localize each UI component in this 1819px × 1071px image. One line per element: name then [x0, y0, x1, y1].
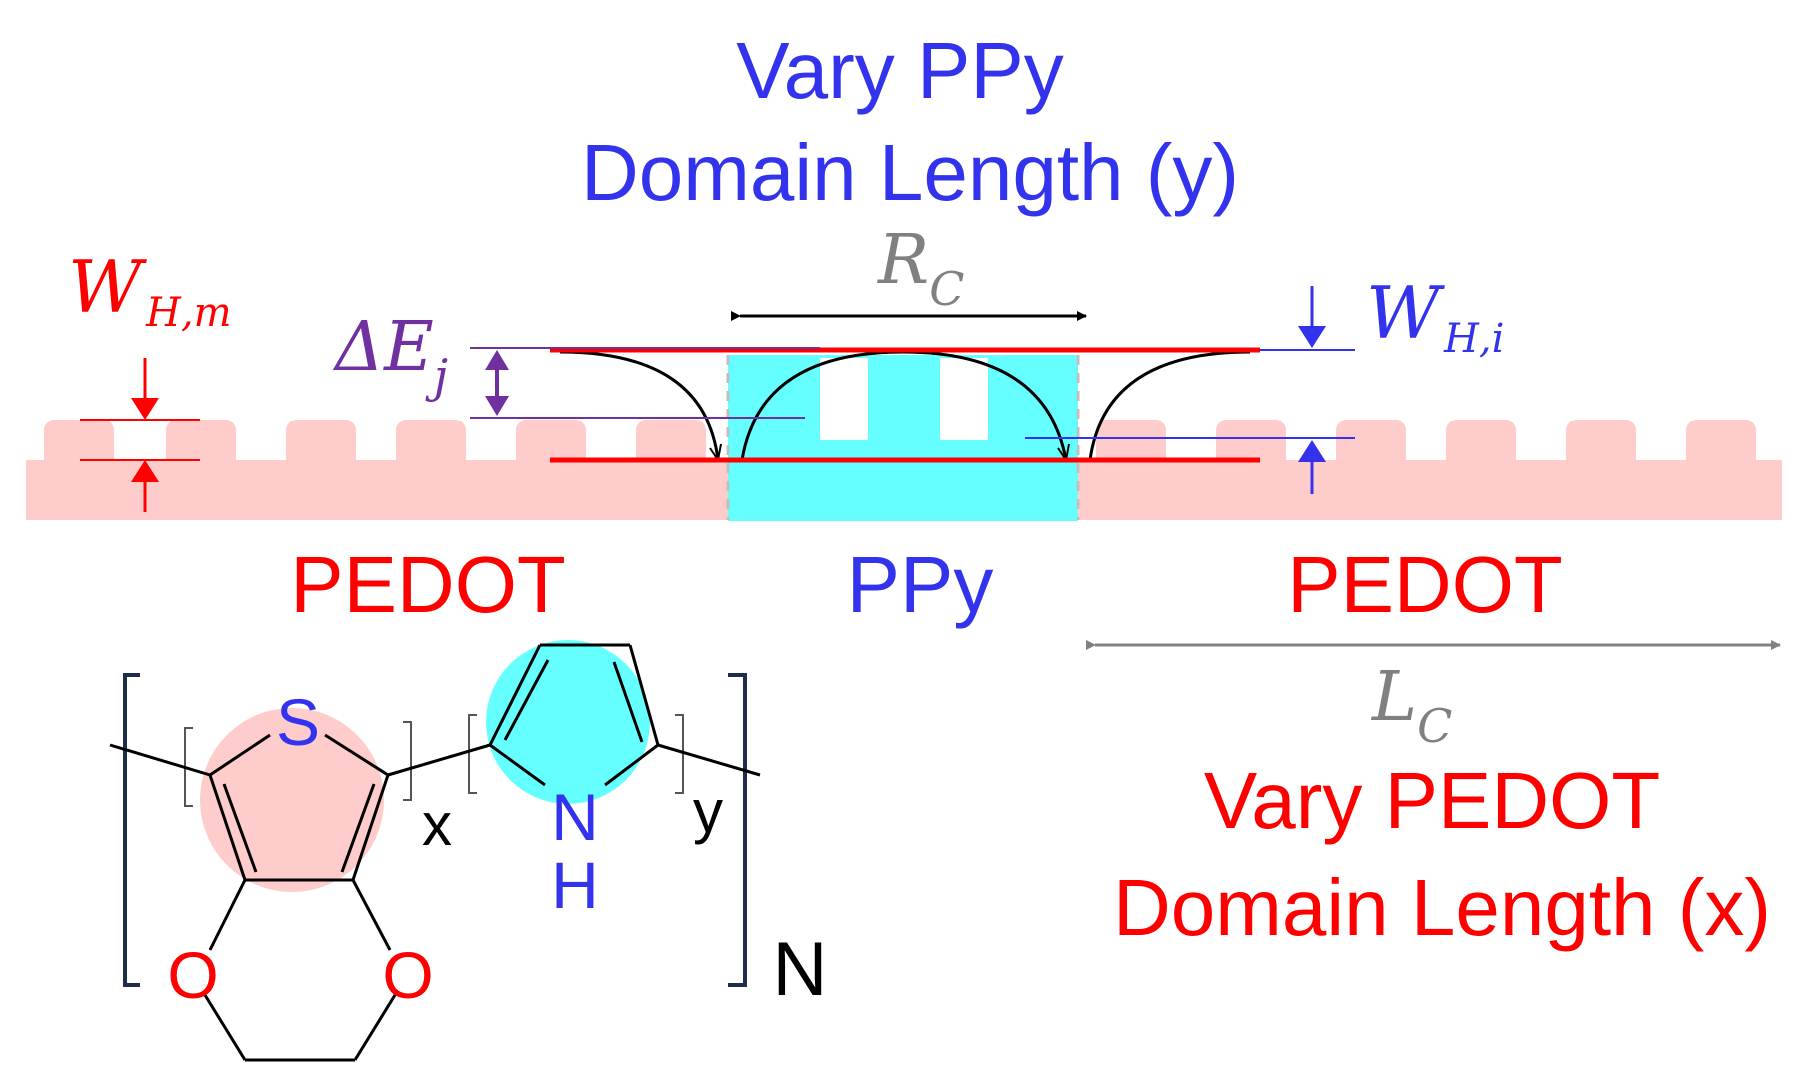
sulfur-atom: S [276, 685, 320, 759]
ppy-label: PPy [847, 540, 994, 629]
lc-label: LC [1370, 658, 1452, 753]
whi-annotation [1025, 286, 1355, 494]
subscript-y: y [693, 778, 723, 845]
whi-main: W [1366, 271, 1445, 355]
vary-pedot-line2: Domain Length (x) [1113, 863, 1771, 952]
delta-ej-annotation [470, 347, 820, 419]
pedot-right-label: PEDOT [1287, 540, 1563, 629]
whm-sub: H,m [145, 290, 232, 336]
pyrrole-highlight [486, 640, 650, 804]
oxygen-right-atom: O [382, 938, 433, 1012]
vary-ppy-line2: Domain Length (y) [581, 128, 1239, 217]
whm-annotation [80, 358, 200, 512]
vary-ppy-line1: Vary PPy [736, 26, 1064, 115]
outer-bracket-left [123, 673, 140, 987]
rc-label: RC [876, 221, 964, 316]
lc-sub: C [1417, 699, 1452, 753]
nitrogen-atom: N [551, 780, 599, 854]
rc-main: R [876, 221, 929, 300]
pedot-left-label: PEDOT [290, 540, 566, 629]
rc-sub: C [929, 262, 964, 316]
hydrogen-atom: H [551, 848, 599, 922]
vary-pedot-line1: Vary PEDOT [1204, 756, 1660, 845]
delta-ej-main: ΔE [332, 308, 434, 387]
oxygen-left-atom: O [167, 938, 218, 1012]
lc-main: L [1370, 658, 1417, 737]
whm-main: W [68, 245, 147, 329]
delta-ej-label: ΔEj [332, 308, 448, 403]
whi-sub: H,i [1443, 316, 1504, 362]
outer-bracket-right [728, 673, 747, 987]
subscript-x: x [422, 791, 452, 858]
copolymer-structure: S O O N H x y N [109, 640, 828, 1062]
subscript-n: N [773, 927, 828, 1012]
